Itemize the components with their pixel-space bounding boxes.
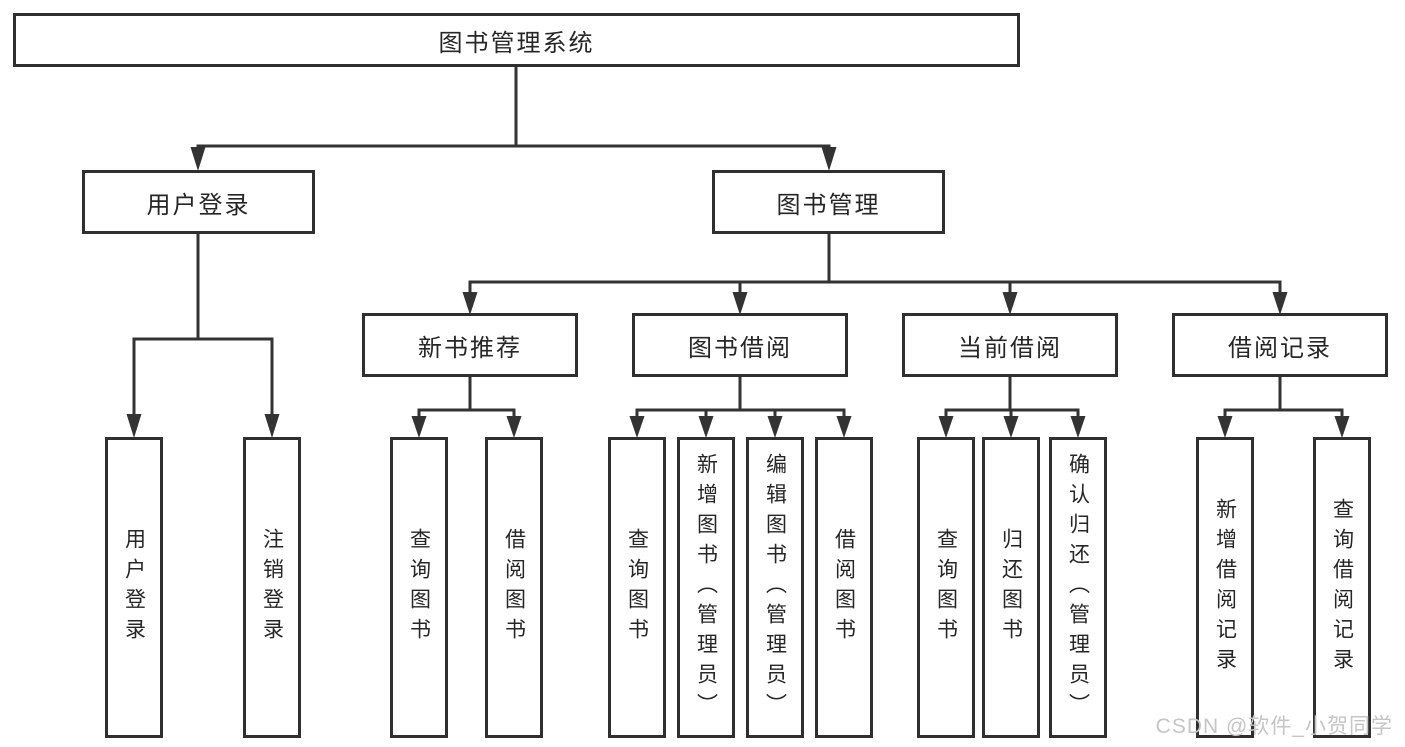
node-current-borrowing: 当前借阅 xyxy=(902,313,1118,377)
leaf-borrow-books: 借阅图书 xyxy=(815,437,873,738)
node-label: 图书管理系统 xyxy=(438,29,595,57)
node-library-management-system: 图书管理系统 xyxy=(13,13,1020,67)
arrowhead-book-borrow xyxy=(732,292,748,315)
connector-book-borrow-children xyxy=(635,377,846,418)
leaf-return-books: 归还图书 xyxy=(982,437,1040,738)
leaf-borrow-books-recommend: 借阅图书 xyxy=(485,437,543,738)
arrowhead-bb-query xyxy=(629,416,645,438)
node-label: 编辑图书（管理员） xyxy=(763,452,787,723)
node-label: 图书管理 xyxy=(776,191,881,219)
leaf-query-borrow-record: 查询借阅记录 xyxy=(1313,437,1371,738)
leaf-confirm-return-admin: 确认归还（管理员） xyxy=(1049,437,1107,738)
arrowhead-book-mgmt xyxy=(821,147,837,171)
node-label: 查询图书 xyxy=(407,527,431,648)
connector-root-to-level2 xyxy=(196,67,831,148)
arrowhead-bb-edit xyxy=(767,416,783,438)
node-label: 借阅记录 xyxy=(1228,334,1332,362)
node-label: 查询图书 xyxy=(934,527,958,648)
node-label: 图书借阅 xyxy=(688,334,792,362)
connector-new-book-children xyxy=(417,377,516,418)
arrowhead-user-login xyxy=(190,147,206,171)
arrowhead-br-query xyxy=(1334,416,1350,438)
leaf-add-books-admin: 新增图书（管理员） xyxy=(677,437,735,738)
node-label: 用户登录 xyxy=(146,191,251,219)
connector-current-borrow-children xyxy=(944,377,1080,418)
node-label: 查询借阅记录 xyxy=(1330,497,1354,678)
node-label: 新增图书（管理员） xyxy=(694,452,718,723)
node-label: 新增借阅记录 xyxy=(1213,497,1237,678)
connector-user-login-children xyxy=(132,234,274,416)
connector-borrow-record-children xyxy=(1223,377,1344,418)
arrowhead-cb-query xyxy=(938,416,954,438)
node-label: 借阅图书 xyxy=(832,527,856,648)
node-label: 用户登录 xyxy=(122,527,146,648)
arrowhead-br-add xyxy=(1217,416,1233,438)
leaf-query-books-borrow: 查询图书 xyxy=(608,437,666,738)
leaf-edit-books-admin: 编辑图书（管理员） xyxy=(746,437,804,738)
arrowhead-cb-confirm xyxy=(1070,416,1086,438)
node-label: 新书推荐 xyxy=(418,334,522,362)
leaf-query-books-current: 查询图书 xyxy=(917,437,975,738)
leaf-add-borrow-record: 新增借阅记录 xyxy=(1196,437,1254,738)
node-book-borrowing: 图书借阅 xyxy=(632,313,848,377)
arrowhead-logout xyxy=(264,414,280,438)
arrowhead-nb-borrow xyxy=(506,416,522,438)
node-label: 归还图书 xyxy=(999,527,1023,648)
arrowhead-current-borrow xyxy=(1002,292,1018,315)
arrowhead-cb-return xyxy=(1003,416,1019,438)
leaf-query-books-recommend: 查询图书 xyxy=(390,437,448,738)
node-label: 注销登录 xyxy=(260,527,284,648)
arrowhead-borrow-record xyxy=(1272,292,1288,315)
node-user-login: 用户登录 xyxy=(82,170,315,234)
node-label: 查询图书 xyxy=(625,527,649,648)
arrowhead-login-user xyxy=(126,414,142,438)
node-book-management: 图书管理 xyxy=(712,170,945,234)
node-label: 当前借阅 xyxy=(958,334,1062,362)
node-label: 确认归还（管理员） xyxy=(1066,452,1090,723)
leaf-logout: 注销登录 xyxy=(243,437,301,738)
node-borrowing-records: 借阅记录 xyxy=(1172,313,1388,377)
node-new-book-recommendation: 新书推荐 xyxy=(362,313,578,377)
csdn-watermark: CSDN @软件_小贺同学 xyxy=(1155,715,1393,738)
connector-book-mgmt-to-level3 xyxy=(468,234,1282,294)
arrowhead-nb-query xyxy=(411,416,427,438)
arrowhead-new-book xyxy=(462,292,478,315)
arrowhead-bb-add xyxy=(698,416,714,438)
arrowhead-bb-borrow xyxy=(836,416,852,438)
leaf-user-login: 用户登录 xyxy=(105,437,163,738)
node-label: 借阅图书 xyxy=(502,527,526,648)
